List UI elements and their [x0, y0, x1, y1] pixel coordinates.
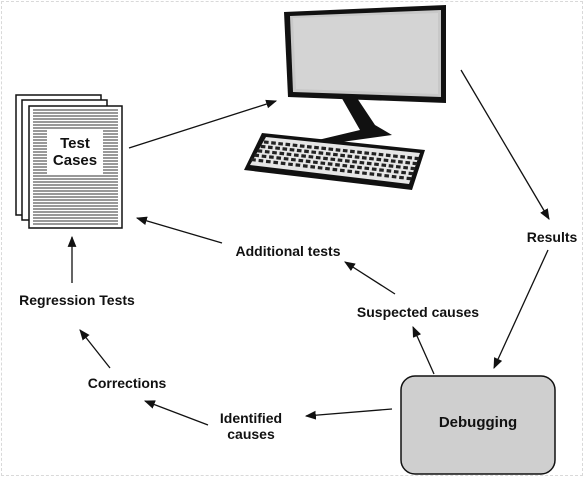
corrections-label: Corrections: [87, 375, 167, 391]
test-cases-line-1: Test: [60, 135, 90, 152]
test-cases-line-2: Cases: [52, 152, 98, 169]
arrow-debugging-to-identified: [304, 408, 393, 420]
arrow-corrections-to-regression: [79, 329, 111, 369]
arrow-computer-to-results: [460, 69, 550, 220]
regression-tests-label: Regression Tests: [19, 292, 135, 308]
identified-causes-line-2: causes: [227, 426, 275, 442]
suspected-causes-label: Suspected causes: [356, 304, 480, 320]
identified-causes-label: Identified causes: [206, 410, 296, 442]
debugging-label: Debugging: [438, 414, 518, 431]
identified-causes-line-1: Identified: [219, 410, 283, 426]
keyboard-icon: [244, 133, 425, 190]
test-cases-label: Test Cases: [47, 135, 103, 169]
arrow-suspected-to-additional: [344, 261, 396, 295]
arrow-testcases-to-computer: [128, 99, 278, 149]
arrow-debugging-to-suspected: [412, 325, 435, 375]
debugging-box: [400, 375, 556, 475]
arrow-results-to-debugging: [493, 249, 549, 370]
computer-monitor-icon: [284, 5, 446, 145]
arrow-identified-to-corrections: [143, 400, 209, 426]
document-stack-icon: [15, 94, 123, 229]
arrow-additional-to-testcases: [135, 216, 223, 244]
additional-tests-label: Additional tests: [235, 243, 341, 259]
results-label: Results: [526, 229, 578, 245]
